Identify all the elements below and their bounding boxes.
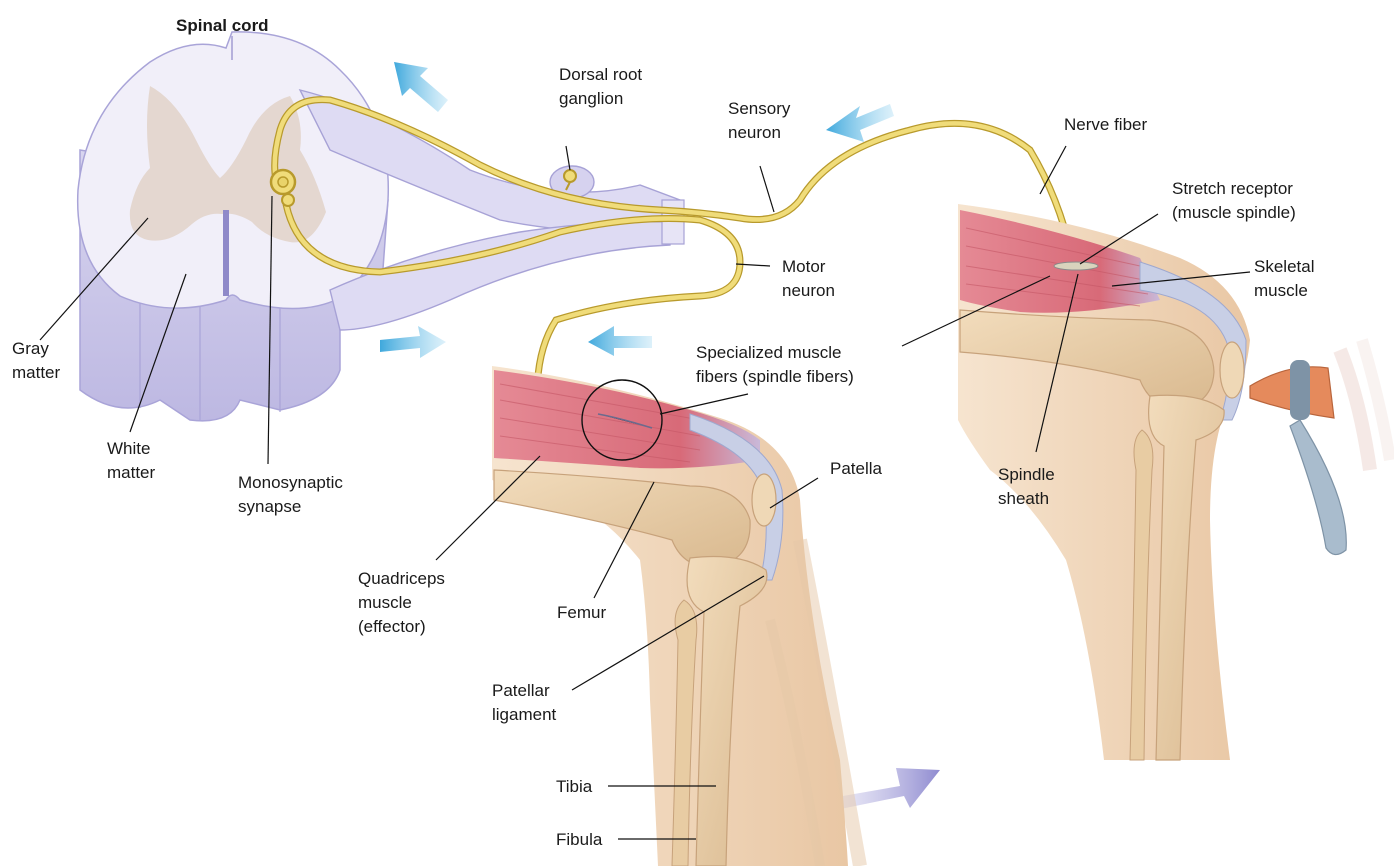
arrow-motor-left: [588, 326, 652, 356]
label-patellar-ligament: Patellar ligament: [492, 681, 557, 724]
label-nerve-fiber: Nerve fiber: [1064, 115, 1147, 134]
patella: [752, 474, 776, 526]
arrow-motor-right: [380, 326, 446, 358]
label-skeletal-muscle: Skeletal muscle: [1254, 257, 1319, 300]
reflex-hammer: [1250, 340, 1390, 555]
label-monosynaptic-synapse: Monosynaptic synapse: [238, 473, 348, 516]
label-patella: Patella: [830, 459, 883, 478]
spinal-cord: [78, 32, 389, 421]
label-specialized-fibers: Specialized muscle fibers (spindle fiber…: [696, 343, 854, 386]
arrow-up-left: [394, 62, 448, 112]
label-gray-matter: Gray matter: [12, 339, 61, 382]
label-tibia: Tibia: [556, 777, 593, 796]
label-femur: Femur: [557, 603, 606, 622]
label-white-matter: White matter: [107, 439, 156, 482]
diagram-title: Spinal cord: [176, 16, 269, 35]
label-sensory-neuron: Sensory neuron: [728, 99, 795, 142]
stretch-receptor-spindle: [1054, 262, 1098, 270]
main-leg: [492, 366, 860, 866]
label-fibula: Fibula: [556, 830, 603, 849]
label-motor-neuron: Motor neuron: [782, 257, 835, 300]
label-dorsal-root-ganglion: Dorsal root ganglion: [559, 65, 647, 108]
label-quadriceps: Quadriceps muscle (effector): [358, 569, 450, 636]
label-stretch-receptor: Stretch receptor (muscle spindle): [1172, 179, 1298, 222]
